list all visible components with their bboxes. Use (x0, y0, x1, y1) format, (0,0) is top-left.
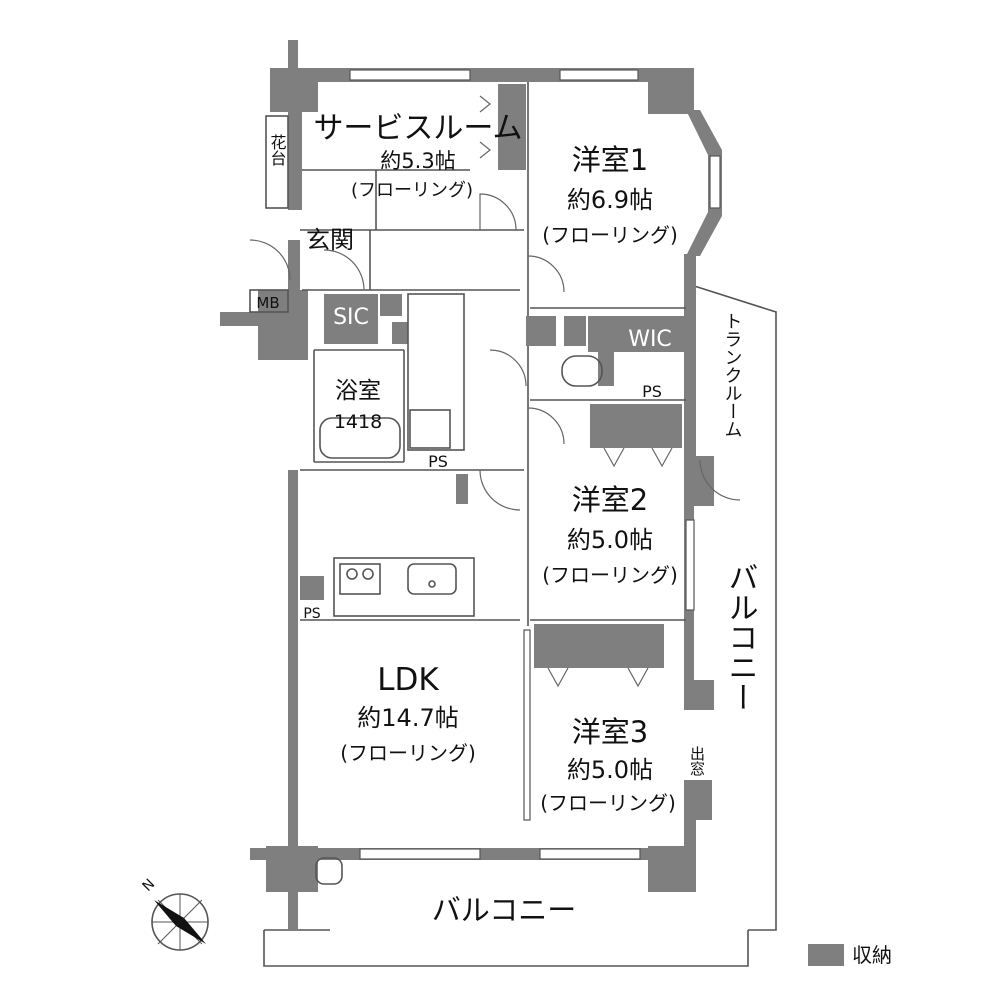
balcony-sink-icon (315, 857, 343, 885)
balcony-east-label: バルコニー (723, 562, 758, 712)
compass: N (140, 876, 209, 951)
room-bath: 浴室 1418 (334, 378, 382, 433)
bathtub-icon (319, 417, 401, 459)
service-room-size: 約5.3帖 (380, 149, 455, 173)
bedroom1-floor: (フローリング) (542, 223, 678, 247)
legend-swatch (808, 944, 844, 966)
bedroom3-size: 約5.0帖 (567, 756, 653, 784)
bay-window-label: 出窓 (688, 746, 706, 776)
storage-blocks (300, 84, 684, 668)
room-ldk: LDK 約14.7帖 (フローリング) (340, 662, 476, 765)
svg-text:N: N (140, 876, 159, 895)
trunk-room-label: トランクルーム (722, 312, 743, 438)
service-room-floor: (フローリング) (351, 180, 473, 201)
ps-label-bath: PS (428, 452, 448, 471)
compass-needle-icon (154, 900, 184, 926)
bath-name: 浴室 (335, 378, 381, 404)
bedroom1-name: 洋室1 (572, 143, 648, 177)
interior-walls (300, 82, 686, 626)
ldk-name: LDK (377, 662, 439, 698)
room-bedroom2: 洋室2 約5.0帖 (フローリング) (542, 483, 678, 587)
bedroom2-name: 洋室2 (572, 483, 648, 517)
room-bedroom1: 洋室1 約6.9帖 (フローリング) (542, 143, 678, 247)
ps-label-wic: PS (642, 382, 662, 401)
bedroom2-size: 約5.0帖 (567, 526, 653, 554)
sic-label: SIC (333, 305, 369, 330)
room-service: サービスルーム 約5.3帖 (フローリング) (313, 111, 522, 201)
mb-box (249, 289, 289, 313)
sink-icon (407, 563, 457, 595)
bedroom3-floor: (フローリング) (540, 791, 676, 815)
toilet-icon (561, 355, 603, 387)
entrance-label: 玄関 (306, 226, 354, 254)
legend: 収納 (808, 943, 892, 967)
bedroom1-size: 約6.9帖 (567, 186, 653, 214)
wic-label: WIC (628, 327, 672, 352)
legend-storage-label: 収納 (852, 943, 892, 967)
flower-box-label: 花台 (268, 134, 287, 166)
room-bedroom3: 洋室3 約5.0帖 (フローリング) (540, 715, 676, 815)
doors (249, 95, 741, 688)
flower-box (265, 115, 289, 209)
bath-size: 1418 (334, 411, 382, 433)
bedroom2-floor: (フローリング) (542, 563, 678, 587)
stove-icon (339, 563, 381, 595)
ldk-floor: (フローリング) (340, 741, 476, 765)
service-room-name: サービスルーム (313, 111, 522, 146)
bedroom3-name: 洋室3 (572, 715, 648, 749)
ps-label-kitchen: PS (303, 606, 320, 622)
windows (349, 69, 721, 860)
balcony-south-label: バルコニー (432, 893, 576, 927)
ldk-size: 約14.7帖 (357, 704, 458, 732)
mb-label: MB (256, 294, 279, 312)
fixtures (315, 293, 603, 885)
